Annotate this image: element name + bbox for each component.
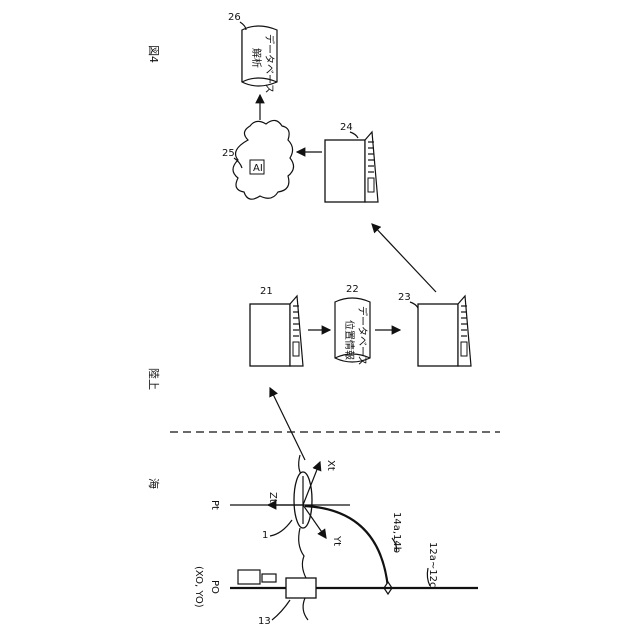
buoy bbox=[294, 455, 312, 578]
ai-label: AI bbox=[253, 163, 263, 174]
laptop-21 bbox=[250, 296, 303, 366]
position-database: 位置情報 データベース bbox=[335, 298, 370, 366]
land-label: 陸上 bbox=[147, 368, 160, 390]
yt-label: Yt bbox=[331, 535, 342, 546]
figure-title: 図4 bbox=[147, 45, 160, 63]
xt-label: Xt bbox=[325, 460, 336, 471]
laptop-23 bbox=[418, 296, 471, 366]
ai-cloud: AI bbox=[233, 120, 294, 199]
arrow-laptop23-to-laptop24 bbox=[372, 224, 436, 292]
pt-label: Pt bbox=[209, 500, 220, 510]
ref-26: 26 bbox=[228, 12, 241, 23]
analysis-db-line1: 解析 bbox=[250, 48, 263, 68]
cable-14 bbox=[305, 506, 388, 588]
origin-label: (XO, YO) bbox=[193, 566, 204, 608]
laptop-24 bbox=[325, 132, 378, 202]
analysis-db-line2: データベース bbox=[263, 34, 276, 94]
position-db-line2: データベース bbox=[356, 306, 369, 366]
zt-label: Zt bbox=[267, 492, 278, 503]
analysis-database: 解析 データベース bbox=[242, 26, 277, 94]
ref-24: 24 bbox=[340, 122, 353, 133]
ref-23: 23 bbox=[398, 292, 411, 303]
position-db-line1: 位置情報 bbox=[343, 320, 356, 360]
ref-13: 13 bbox=[258, 616, 271, 627]
arrow-buoy-to-laptop21 bbox=[270, 388, 305, 460]
ref-22: 22 bbox=[346, 284, 359, 295]
sea-label: 海 bbox=[147, 478, 161, 489]
ref-25: 25 bbox=[222, 148, 235, 159]
vessel-13 bbox=[238, 570, 316, 620]
po-label: PO bbox=[209, 580, 220, 594]
ref-21: 21 bbox=[260, 286, 273, 297]
ref-1: 1 bbox=[262, 530, 268, 541]
